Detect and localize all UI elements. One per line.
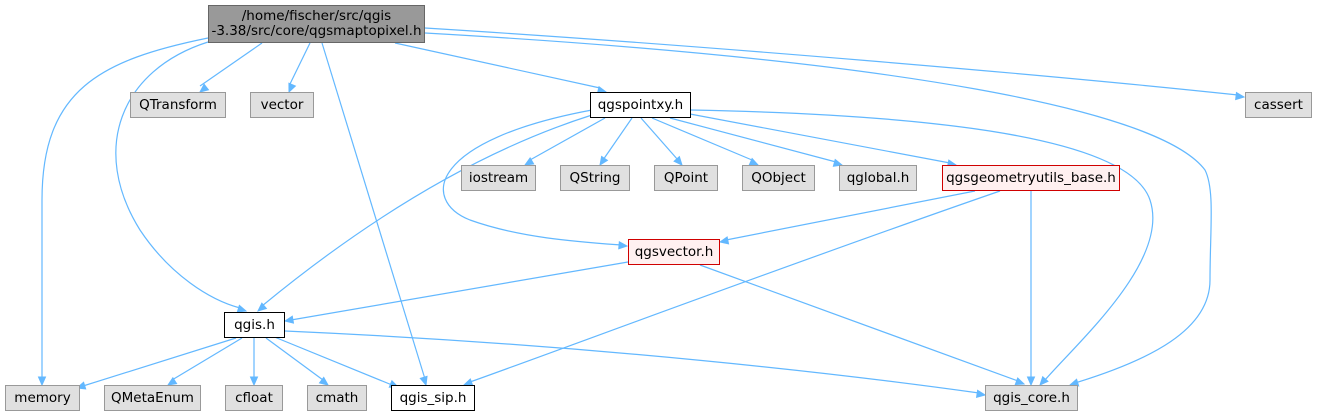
edge-pxy-qgsvector-arrowhead — [618, 241, 629, 250]
node-qmetaenum[interactable]: QMetaEnum — [104, 385, 201, 411]
node-qstring[interactable]: QString — [560, 165, 630, 191]
edge-pxy-qobject — [651, 117, 753, 161]
edge-root-qgspointxy — [394, 42, 601, 89]
edge-pxy-geomutils — [689, 113, 951, 164]
root-node-qgsmaptopixel[interactable]: /home/fischer/src/qgis -3.38/src/core/qg… — [208, 5, 425, 43]
node-vector[interactable]: vector — [250, 92, 314, 118]
edge-pxy-qpoint — [640, 117, 679, 161]
edge-root-qgis — [115, 41, 241, 309]
edge-root-qgis-sip — [321, 42, 426, 380]
node-qgis-core[interactable]: qgis_core.h — [985, 385, 1078, 411]
node-qgis-sip[interactable]: qgis_sip.h — [391, 385, 475, 411]
node-qobject[interactable]: QObject — [742, 165, 815, 191]
edge-root-memory-arrowhead — [37, 376, 47, 387]
edge-root-cassert-arrowhead — [1235, 91, 1246, 101]
edge-root-cassert — [424, 27, 1239, 96]
node-qglobal[interactable]: qglobal.h — [839, 165, 917, 191]
edge-pxy-qgis-arrowhead — [257, 302, 268, 312]
node-qgis[interactable]: qgis.h — [224, 312, 285, 338]
edge-qgis-cmath — [265, 337, 324, 381]
node-cmath[interactable]: cmath — [307, 385, 367, 411]
node-qgsvector[interactable]: qgsvector.h — [628, 239, 720, 265]
edge-root-vector — [288, 42, 311, 87]
edge-qgis-cmath-arrowhead — [318, 376, 329, 386]
edge-pxy-qpoint-arrowhead — [673, 155, 683, 166]
root-node-label-line2: -3.38/src/core/qgsmaptopixel.h — [211, 23, 422, 39]
edge-pxy-iostream — [529, 117, 606, 161]
node-memory[interactable]: memory — [5, 385, 80, 411]
edge-qgis-memory — [82, 337, 237, 387]
node-qgspointxy[interactable]: qgspointxy.h — [590, 92, 691, 118]
root-node-label-line1: /home/fischer/src/qgis — [241, 8, 392, 24]
node-cfloat[interactable]: cfloat — [225, 385, 283, 411]
edge-root-qtransform — [199, 42, 263, 87]
edge-root-qtransform-arrowhead — [199, 83, 210, 93]
edge-root-qgis-arrowhead — [236, 304, 248, 313]
edge-qgis-qgis-sip — [271, 335, 393, 386]
edge-pxy-iostream-arrowhead — [523, 157, 535, 166]
edge-qgis-cfloat-arrowhead — [249, 376, 259, 387]
edge-qgis-qmetaenum-arrowhead — [166, 376, 178, 386]
edge-vec-qgis-core — [699, 264, 1019, 382]
dependency-edges — [37, 27, 1246, 398]
edge-geom-qgis-sip — [469, 190, 1001, 383]
node-qpoint[interactable]: QPoint — [654, 165, 718, 191]
edge-pxy-qobject-arrowhead — [748, 157, 760, 166]
edge-root-qgis-sip-arrowhead — [419, 375, 428, 387]
edge-geom-qgis-core-arrowhead — [1026, 376, 1036, 387]
edge-qgis-qgis-core — [284, 330, 980, 394]
edge-geom-qgsvector-arrowhead — [718, 236, 730, 245]
edge-pxy-qstring — [602, 117, 633, 161]
node-qgsgeometryutils-base[interactable]: qgsgeometryutils_base.h — [942, 165, 1120, 191]
node-qtransform[interactable]: QTransform — [130, 92, 226, 118]
edge-qgis-qgis-core-arrowhead — [975, 389, 987, 398]
edge-root-memory — [41, 37, 209, 379]
edge-geom-qgsvector — [725, 190, 976, 241]
edge-pxy-qstring-arrowhead — [599, 155, 609, 167]
node-iostream[interactable]: iostream — [461, 165, 536, 191]
edge-pxy-qgsvector — [442, 109, 622, 246]
edge-qgis-qmetaenum — [171, 337, 243, 381]
edge-root-qgis-core — [424, 32, 1212, 384]
edge-vec-qgis — [290, 261, 629, 321]
edge-pxy-qglobal-arrowhead — [832, 158, 844, 167]
edge-vec-qgis-core-arrowhead — [1014, 377, 1026, 386]
edge-pxy-qgis-core-arrowhead — [1039, 375, 1049, 386]
edge-pxy-qglobal — [669, 117, 837, 163]
edge-vec-qgis-arrowhead — [283, 315, 295, 324]
node-cassert[interactable]: cassert — [1245, 92, 1312, 118]
edge-root-vector-arrowhead — [288, 82, 297, 94]
edge-pxy-qgis-core — [690, 109, 1154, 381]
edge-pxy-qgis — [261, 114, 593, 307]
